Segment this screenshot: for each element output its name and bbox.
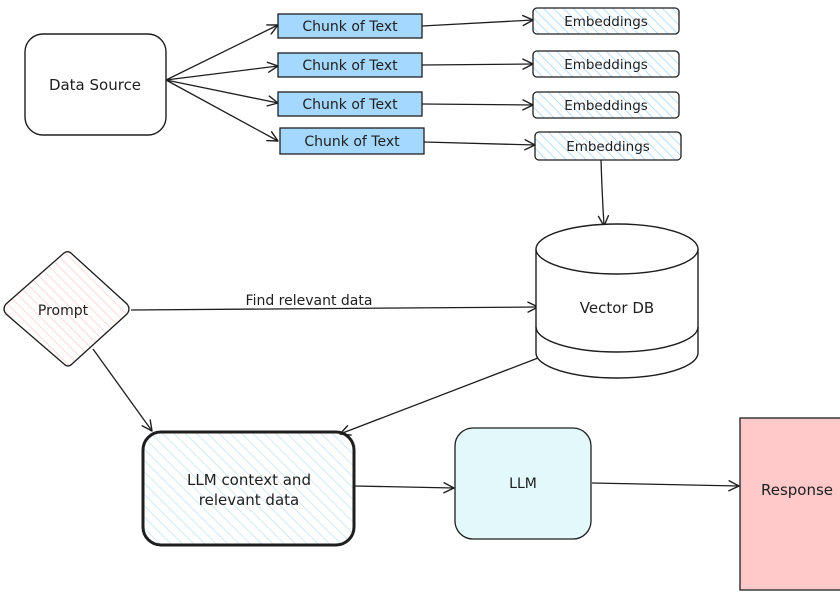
- embeddings-label: Embeddings: [564, 57, 648, 73]
- prompt-label: Prompt: [38, 303, 89, 319]
- edge-vectordb-context: [339, 357, 539, 436]
- edge-source-chunk-4: [165, 79, 279, 142]
- edge-prompt-vectordb: [130, 301, 539, 313]
- node-data-source: Data Source: [24, 33, 167, 136]
- embeddings-label: Embeddings: [566, 139, 650, 155]
- edge-source-chunk-1: [165, 24, 279, 81]
- chunk-label: Chunk of Text: [302, 58, 398, 74]
- response-label: Response: [761, 481, 833, 499]
- edge-chunk-embed-4: [423, 139, 536, 151]
- node-embeddings-4: Embeddings: [534, 131, 682, 161]
- edge-prompt-context: [92, 348, 153, 432]
- node-llm: LLM: [454, 427, 592, 540]
- node-chunk-3: Chunk of Text: [277, 91, 423, 117]
- edge-source-chunk-2: [165, 61, 279, 81]
- node-chunk-1: Chunk of Text: [277, 13, 423, 39]
- edge-llm-response: [591, 480, 740, 492]
- chunk-label: Chunk of Text: [304, 134, 400, 150]
- llm-context-label-line-1: LLM context and: [187, 471, 311, 489]
- edge-chunk-embed-3: [421, 99, 534, 111]
- node-llm-context: LLM context and relevant data: [141, 430, 356, 547]
- node-embeddings-1: Embeddings: [532, 7, 680, 35]
- edge-label-find-relevant: Find relevant data: [246, 293, 373, 309]
- embeddings-label: Embeddings: [564, 98, 648, 114]
- node-chunk-2: Chunk of Text: [277, 52, 423, 78]
- node-embeddings-2: Embeddings: [532, 50, 680, 78]
- node-chunk-4: Chunk of Text: [279, 127, 425, 155]
- node-prompt: Prompt: [3, 251, 130, 367]
- edge-chunk-embed-1: [421, 14, 534, 27]
- node-embeddings-3: Embeddings: [532, 91, 680, 119]
- data-source-label: Data Source: [49, 76, 141, 94]
- chunk-label: Chunk of Text: [302, 19, 398, 35]
- vector-db-label: Vector DB: [580, 299, 654, 317]
- llm-label: LLM: [509, 476, 537, 492]
- edge-chunk-embed-2: [421, 58, 534, 70]
- connectors: [92, 14, 740, 494]
- node-vector-db: Vector DB: [535, 223, 699, 379]
- edge-context-llm: [354, 482, 455, 494]
- llm-context-label-line-2: relevant data: [199, 491, 299, 509]
- node-response: Response: [739, 417, 840, 591]
- chunk-label: Chunk of Text: [302, 97, 398, 113]
- edge-source-chunk-3: [165, 79, 279, 107]
- embeddings-label: Embeddings: [564, 14, 648, 30]
- edge-embed-vectordb: [597, 159, 610, 227]
